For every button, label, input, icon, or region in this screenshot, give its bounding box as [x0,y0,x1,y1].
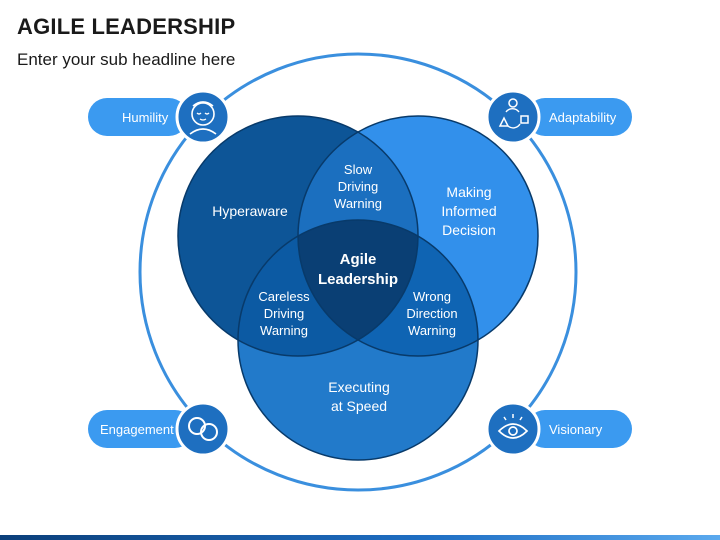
label-slow-driving-warning: Slow Driving Warning [334,162,382,211]
trait-engagement: Engagement [100,422,174,437]
label-wrong-direction-warning: Wrong Direction Warning [406,289,458,338]
label-executing-at-speed: Executing at Speed [328,379,390,414]
pill-engagement [88,410,194,448]
label-agile-leadership: Agile Leadership [317,251,399,288]
pill-adaptability [526,98,632,136]
page-title: AGILE LEADERSHIP [17,14,236,39]
trait-humility: Humility [122,110,169,125]
bottom-accent-bar [0,535,720,540]
trait-visionary: Visionary [549,422,603,437]
outer-ring [138,52,578,492]
eye-icon [485,401,541,457]
meditating-person-icon [175,89,231,145]
page-subtitle: Enter your sub headline here [17,50,236,69]
trait-adaptability: Adaptability [549,110,617,125]
pill-visionary [526,410,632,448]
adaptation-cycle-icon [485,89,541,145]
label-careless-driving-warning: Careless Driving Warning [258,289,310,338]
label-making-informed-decision: Making Informed Decision [441,184,497,238]
interlocked-rings-icon [175,401,231,457]
label-hyperaware: Hyperaware [212,203,288,219]
pill-humility [88,98,188,136]
